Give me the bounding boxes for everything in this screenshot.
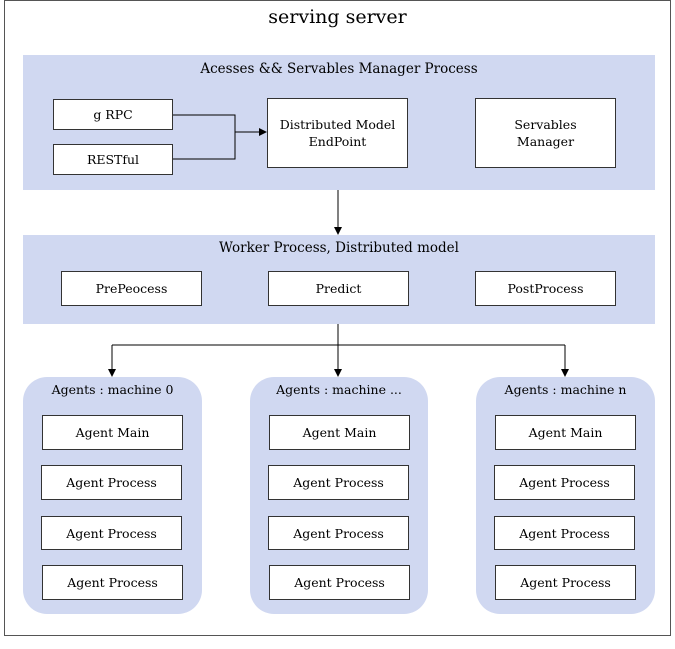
servables-manager-box: Servables Manager: [475, 98, 616, 168]
agent-process-label: Agent Process: [66, 475, 157, 490]
preprocess-label: PrePeocess: [95, 281, 168, 296]
restful-label: RESTful: [86, 152, 140, 167]
agent-main-label: Agent Main: [302, 425, 377, 440]
agent-process-label: Agent Process: [293, 525, 384, 541]
agent-process-box: Agent Process: [268, 516, 409, 550]
agent-machine-title: Agents : machine 0: [51, 382, 174, 397]
agent-main-box: Agent Main: [269, 415, 410, 450]
worker-process-title: Worker Process, Distributed model: [219, 240, 459, 256]
agent-process-label: Agent Process: [66, 525, 157, 541]
grpc-connector: [173, 114, 236, 132]
grpc-label: g RPC: [93, 107, 133, 122]
restful-connector: [173, 132, 236, 160]
agent-process-box: Agent Process: [42, 565, 183, 600]
agent-process-box: Agent Process: [495, 565, 636, 600]
agent-process-box: Agent Process: [494, 465, 635, 500]
manager-process-title: Acesses && Servables Manager Process: [200, 61, 478, 77]
agent-machine-title: Agents : machine n: [504, 382, 627, 397]
distributed-model-endpoint-box: Distributed Model EndPoint: [267, 98, 408, 168]
grpc-box: g RPC: [53, 99, 173, 130]
agent-process-label: Agent Process: [67, 575, 158, 590]
agent-main-label: Agent Main: [528, 425, 603, 440]
agent-process-box: Agent Process: [268, 465, 409, 500]
diagram-title: serving server: [268, 6, 407, 28]
restful-box: RESTful: [53, 144, 173, 175]
endpoint-label: Distributed Model EndPoint: [279, 117, 396, 149]
agent-process-box: Agent Process: [494, 516, 635, 550]
agent-process-box: Agent Process: [41, 465, 182, 500]
agent-process-label: Agent Process: [294, 575, 385, 590]
agent-process-label: Agent Process: [519, 475, 610, 490]
agent-machine-title: Agents : machine ...: [276, 382, 402, 397]
agent-main-box: Agent Main: [42, 415, 183, 450]
postprocess-label: PostProcess: [507, 281, 584, 296]
preprocess-box: PrePeocess: [61, 271, 202, 306]
agent-process-box: Agent Process: [269, 565, 410, 600]
servables-manager-label: Servables Manager: [514, 117, 577, 149]
serving-server-frame: [4, 0, 671, 636]
predict-label: Predict: [315, 281, 362, 296]
agent-main-label: Agent Main: [75, 425, 150, 440]
agent-process-box: Agent Process: [41, 516, 182, 550]
agent-process-label: Agent Process: [293, 475, 384, 490]
predict-box: Predict: [268, 271, 409, 306]
agent-process-label: Agent Process: [519, 525, 610, 541]
agent-process-label: Agent Process: [520, 575, 611, 590]
postprocess-box: PostProcess: [475, 271, 616, 306]
agent-main-box: Agent Main: [495, 415, 636, 450]
